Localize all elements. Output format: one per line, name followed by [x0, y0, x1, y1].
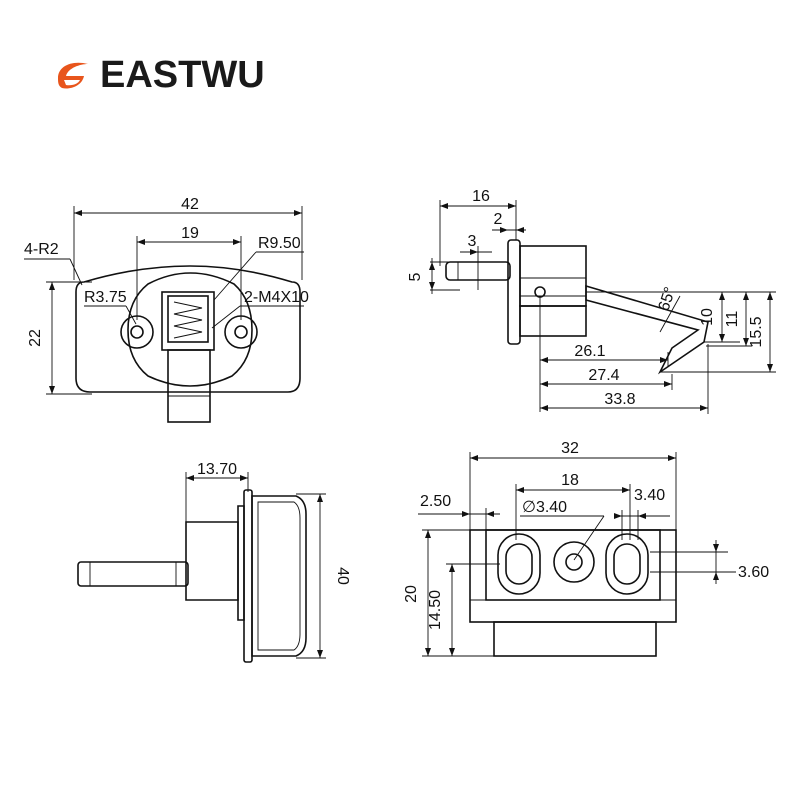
dim-reach1: 26.1	[574, 343, 605, 360]
dim-bottom-height: 20	[403, 585, 420, 603]
label-knob-radius: R9.50	[258, 235, 301, 252]
top-view: 13.70 40	[77, 461, 351, 663]
dim-front-width: 42	[181, 196, 199, 213]
flame-logo-icon	[58, 62, 88, 88]
brand-logo: EASTWU	[54, 54, 265, 97]
dim-edge-offset: 2.50	[420, 493, 451, 510]
dim-hole-spacing: 19	[181, 225, 199, 242]
dim-reach3: 33.8	[604, 391, 635, 408]
label-screw-spec: 2-M4X10	[244, 289, 309, 306]
label-hole-radius: R3.75	[84, 289, 127, 306]
dim-shaft-tip: 3	[468, 233, 477, 250]
dim-slot-width: 3.40	[634, 487, 665, 504]
dim-bottom-width: 32	[561, 440, 579, 457]
label-center-hole: ∅3.40	[522, 499, 567, 516]
side-view: 16 2 3 5 65°	[407, 188, 776, 414]
dim-slot-height: 3.60	[738, 564, 769, 581]
dim-tongue-h1: 10	[699, 308, 716, 326]
dim-top-depth: 13.70	[197, 461, 237, 478]
dim-tongue-h2: 11	[724, 311, 741, 328]
dim-reach2: 27.4	[588, 367, 619, 384]
dim-hole-height: 14.50	[427, 590, 444, 630]
dim-tongue-h3: 15.5	[748, 316, 765, 347]
front-view: 42 19 4-R2 R9.50 2-M4X10 R3.75 22	[24, 196, 309, 423]
dim-shaft-dia: 5	[407, 272, 424, 281]
dim-shaft-total: 16	[472, 188, 490, 205]
dim-front-height: 22	[27, 329, 44, 347]
dim-flange: 2	[494, 211, 503, 228]
dim-angle: 65°	[656, 285, 680, 313]
brand-name: EASTWU	[100, 54, 265, 96]
bottom-view: 32 18 2.50 ∅3.40 3.40 3.60	[403, 440, 769, 657]
dim-slot-spacing: 18	[561, 472, 579, 489]
dim-top-width: 40	[334, 567, 351, 585]
label-corner-radius: 4-R2	[24, 241, 59, 258]
